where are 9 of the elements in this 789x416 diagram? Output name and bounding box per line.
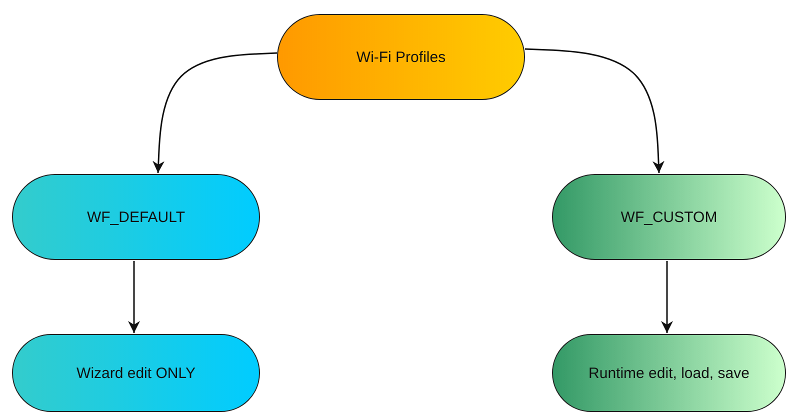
node-label: Wizard edit ONLY	[76, 364, 196, 382]
node-label: Wi-Fi Profiles	[356, 48, 446, 66]
node-label: WF_CUSTOM	[620, 208, 718, 226]
arrow	[661, 261, 673, 333]
node-label: Runtime edit, load, save	[588, 364, 750, 382]
arrow	[524, 48, 664, 174]
arrow	[128, 261, 140, 333]
arrow	[152, 52, 278, 174]
node-label: WF_DEFAULT	[86, 208, 186, 226]
